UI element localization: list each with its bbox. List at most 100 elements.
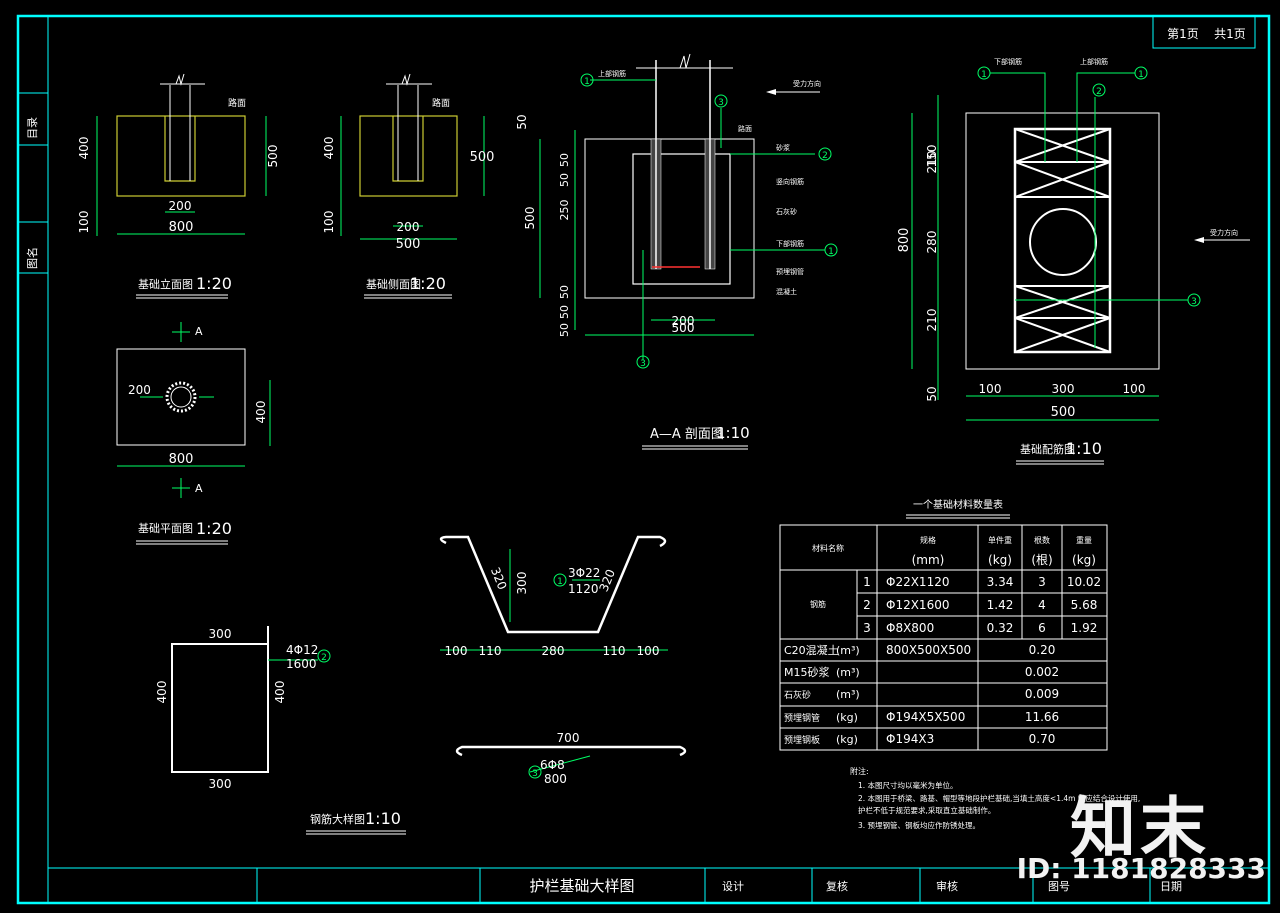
elevation-dim-400: 400	[77, 137, 91, 160]
top-dim-300: 300	[1052, 382, 1075, 396]
aa-mark-3-top: 3	[718, 98, 724, 108]
side-dim-500: 500	[396, 237, 421, 252]
top-scale: 1:10	[1066, 439, 1102, 458]
note-1: 1. 本图尺寸均以毫米为单位。	[858, 780, 958, 790]
side-dim-100: 100	[322, 211, 336, 234]
bar2-mark: 2	[321, 653, 327, 663]
plan-title: 基础平面图	[138, 522, 193, 535]
aa-dim-50-b: 50	[558, 173, 571, 187]
aa-dim-50-a: 50	[558, 153, 571, 167]
note-2: 2. 本图用于桥梁、路基、帽型等地段护栏基础,当填土高度<1.4m 时应结合设计…	[858, 793, 1140, 803]
aa-mark-1-right: 1	[828, 247, 834, 257]
th-material: 材料名称	[812, 543, 844, 553]
top-dim-50: 50	[925, 386, 939, 401]
page-total: 共1页	[1214, 27, 1246, 41]
svg-text:Φ12X1600: Φ12X1600	[886, 598, 949, 612]
bar1-dim-300: 300	[515, 572, 529, 595]
svg-text:(m³): (m³)	[836, 688, 860, 701]
note-3: 3. 预埋钢管、钢板均应作防锈处理。	[858, 820, 980, 830]
rebar-row-2: 2 Φ12X1600 1.42 4 5.68	[863, 598, 1097, 612]
plan-dim-400: 400	[254, 401, 268, 424]
svg-text:C20混凝土: C20混凝土	[784, 643, 839, 657]
top-dim-100b: 100	[1123, 382, 1146, 396]
top-label-force: 受力方向	[1210, 228, 1238, 237]
bar2-dim-bottom: 300	[209, 777, 232, 791]
aa-label-bottom-rebar: 下部钢筋	[776, 239, 804, 248]
watermark-logo: 知末	[1070, 790, 1210, 867]
th-unit-weight-unit: (kg)	[988, 553, 1012, 567]
elevation-scale: 1:20	[196, 274, 232, 293]
bar3-spec: 6Φ8	[540, 758, 565, 772]
svg-text:石灰砂: 石灰砂	[784, 689, 811, 701]
material-row-pipe: 预埋钢管 (kg) Φ194X5X500 11.66	[784, 710, 1059, 724]
svg-text:11.66: 11.66	[1025, 710, 1059, 724]
side-dim-400: 400	[322, 137, 336, 160]
side-tab-2: 图名	[25, 247, 39, 269]
aa-dim-50-top: 50	[515, 114, 529, 129]
top-label-top-rebar: 上部钢筋	[1080, 57, 1108, 66]
table-title: 一个基础材料数量表	[913, 498, 1003, 511]
note-2b: 护栏不低于规范要求,采取直立基础制作。	[858, 805, 995, 815]
drawing-no-label: 图号	[1048, 880, 1070, 893]
top-mark-1-left: 1	[981, 70, 987, 80]
side-view: 路面 400 100 500 200 500 基础侧面图 1:20	[322, 73, 495, 299]
rebar-detail-scale: 1:10	[365, 809, 401, 828]
aa-mark-2: 2	[822, 151, 828, 161]
svg-text:预埋钢管: 预埋钢管	[784, 712, 820, 724]
aa-dim-50-e: 50	[558, 323, 571, 337]
svg-text:6: 6	[1038, 621, 1046, 635]
th-spec-unit: (mm)	[912, 553, 945, 567]
top-mark-1-right: 1	[1138, 70, 1144, 80]
top-dim-150: 150	[925, 145, 939, 168]
svg-text:1: 1	[863, 575, 871, 589]
top-mark-2: 2	[1096, 87, 1102, 97]
top-section-view: 1 1 2 3 下部钢筋 上部钢筋 受力方向 210 150 280 210 5…	[897, 57, 1250, 465]
design-label: 设计	[722, 880, 744, 893]
side-tab-1: 目录	[26, 117, 39, 139]
th-count: 根数	[1034, 535, 1050, 545]
material-row-mortar: M15砂浆 (m³) 0.002	[784, 665, 1059, 679]
bar1-mark: 1	[557, 577, 563, 587]
top-dim-100a: 100	[979, 382, 1002, 396]
rebar-row-3: 3 Φ8X800 0.32 6 1.92	[863, 621, 1097, 635]
plan-view: A A 200 400 800 基础平面图 1:20	[116, 322, 271, 545]
svg-text:1.42: 1.42	[987, 598, 1014, 612]
elevation-title: 基础立面图	[138, 277, 193, 291]
elevation-dim-200: 200	[169, 199, 192, 213]
svg-text:(m³): (m³)	[836, 666, 860, 679]
svg-text:3: 3	[1038, 575, 1046, 589]
aa-label-lime-sand: 石灰砂	[776, 207, 797, 216]
elevation-dim-100: 100	[77, 211, 91, 234]
bar1-dim-110b: 110	[603, 644, 626, 658]
rebar-row-1: 1 Φ22X1120 3.34 3 10.02	[863, 575, 1101, 589]
bar1-dim-100a: 100	[445, 644, 468, 658]
plan-section-mark-top: A	[195, 325, 203, 338]
svg-text:Φ194X5X500: Φ194X5X500	[886, 710, 965, 724]
th-spec: 规格	[920, 535, 936, 545]
svg-text:(kg): (kg)	[836, 711, 858, 724]
page-box	[1152, 15, 1256, 49]
top-dim-500: 500	[1051, 405, 1076, 420]
bar1-length: 1120	[568, 582, 599, 596]
material-row-plate: 预埋钢板 (kg) Φ194X3 0.70	[784, 732, 1055, 746]
elevation-view: 路面 400 100 500 200 800 基础立面图 1:20	[77, 73, 280, 299]
top-title: 基础配筋图	[1020, 442, 1075, 456]
side-scale: 1:20	[410, 274, 446, 293]
plan-scale: 1:20	[196, 519, 232, 538]
th-count-unit: (根)	[1031, 553, 1052, 567]
bar2-dim-left: 400	[155, 681, 169, 704]
svg-text:4: 4	[1038, 598, 1046, 612]
svg-text:(m³): (m³)	[836, 644, 860, 657]
top-label-bottom-rebar: 下部钢筋	[994, 57, 1022, 66]
aa-label-mortar: 砂浆	[776, 143, 790, 152]
svg-text:Φ194X3: Φ194X3	[886, 732, 934, 746]
svg-text:0.009: 0.009	[1025, 687, 1059, 701]
elevation-dim-500: 500	[266, 145, 280, 168]
watermark-id: ID: 1181828333	[1016, 852, 1266, 885]
aa-dim-200: 200	[672, 314, 695, 328]
material-table: 一个基础材料数量表 材料名称 规格 (mm) 单件重 (kg) 根数 (根)	[779, 498, 1108, 751]
svg-text:3: 3	[863, 621, 871, 635]
side-dim-500v: 500	[470, 150, 495, 165]
notes-heading: 附注:	[850, 766, 869, 776]
